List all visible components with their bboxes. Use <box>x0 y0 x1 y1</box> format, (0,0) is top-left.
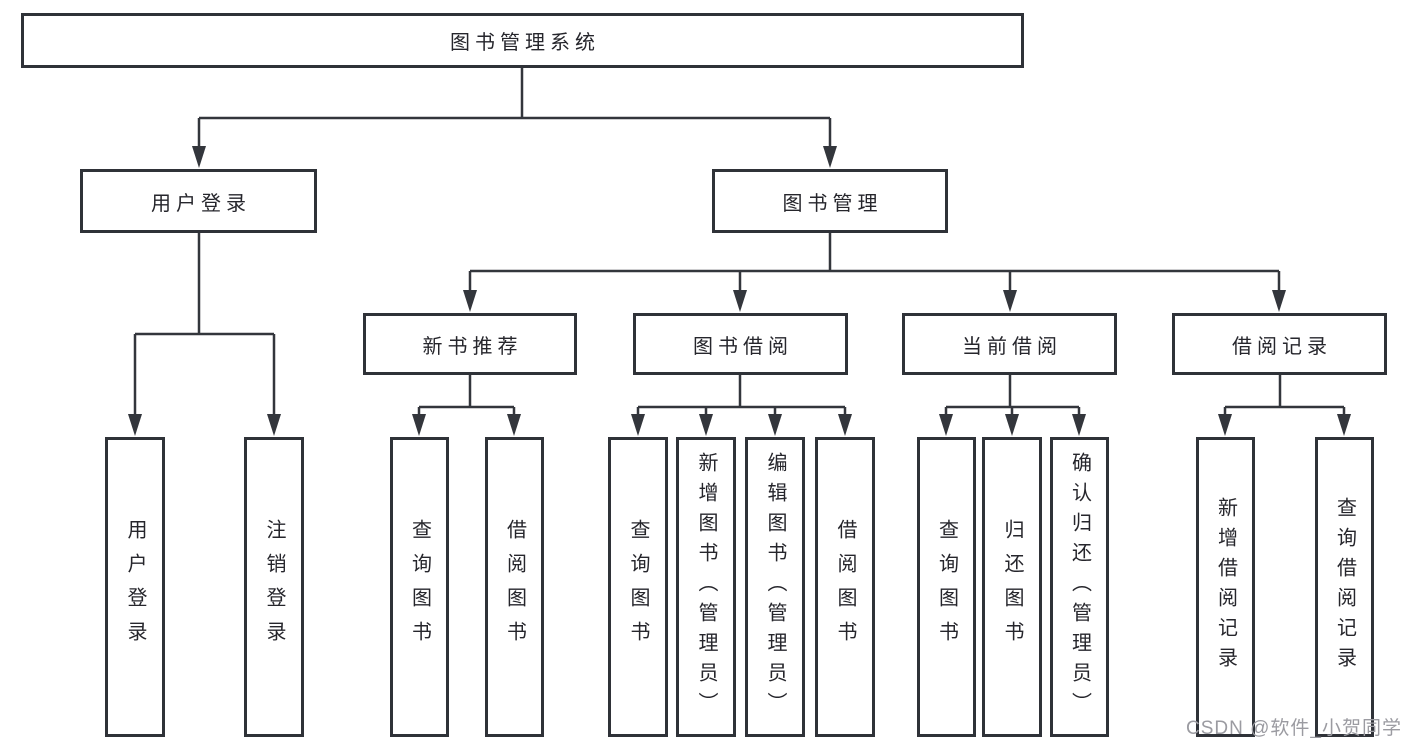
connector-current-borrow-group <box>944 375 1081 415</box>
leaf-newbook-borrow-book: 借阅图书 <box>485 437 544 737</box>
leaf-record-query-borrow-record: 查询借阅记录 <box>1315 437 1374 737</box>
leaf-newbook-query-book: 查询图书 <box>390 437 449 737</box>
leaf-record-add-borrow-record: 新增借阅记录 <box>1196 437 1255 737</box>
connector-new-book-group <box>417 375 516 415</box>
leaf-borrow-add-book-admin: 新增图书（管理员） <box>676 437 736 737</box>
csdn-watermark: CSDN @软件_小贺同学 <box>1186 718 1402 739</box>
node-book-management: 图书管理 <box>712 169 948 233</box>
connector-user-login-group <box>133 233 276 415</box>
node-book-borrow: 图书借阅 <box>633 313 848 375</box>
node-new-book-recommend: 新书推荐 <box>363 313 577 375</box>
leaf-borrow-edit-book-admin: 编辑图书（管理员） <box>745 437 805 737</box>
leaf-borrow-query-book: 查询图书 <box>608 437 668 737</box>
leaf-current-confirm-return-admin: 确认归还（管理员） <box>1050 437 1109 737</box>
connector-borrow-record-group <box>1223 375 1346 415</box>
node-root: 图书管理系统 <box>21 13 1024 68</box>
leaf-logout-login: 注销登录 <box>244 437 304 737</box>
node-current-borrow: 当前借阅 <box>902 313 1117 375</box>
leaf-current-return-book: 归还图书 <box>982 437 1042 737</box>
leaf-borrow-borrow-book: 借阅图书 <box>815 437 875 737</box>
connector-book-borrow-group <box>636 375 847 415</box>
connector-book-management-group <box>468 233 1281 291</box>
connector-root-to-level2 <box>197 68 832 147</box>
node-borrow-record: 借阅记录 <box>1172 313 1387 375</box>
leaf-current-query-book: 查询图书 <box>917 437 976 737</box>
node-user-login: 用户登录 <box>80 169 317 233</box>
leaf-user-login: 用户登录 <box>105 437 165 737</box>
